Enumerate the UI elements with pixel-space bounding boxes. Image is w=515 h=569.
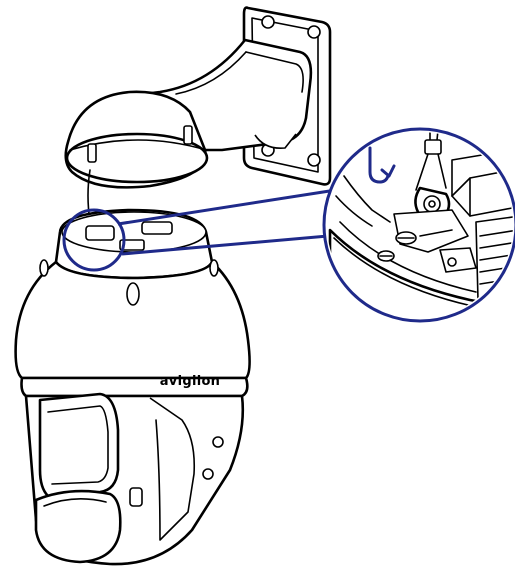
wall-mount-bracket (64, 6, 332, 223)
callout-connector (117, 188, 337, 256)
callout-source-circle (62, 208, 126, 272)
brand-logo-text: avigilon (160, 374, 221, 389)
curved-arrow-icon (368, 146, 396, 184)
ptz-camera: avigilon (14, 208, 251, 566)
